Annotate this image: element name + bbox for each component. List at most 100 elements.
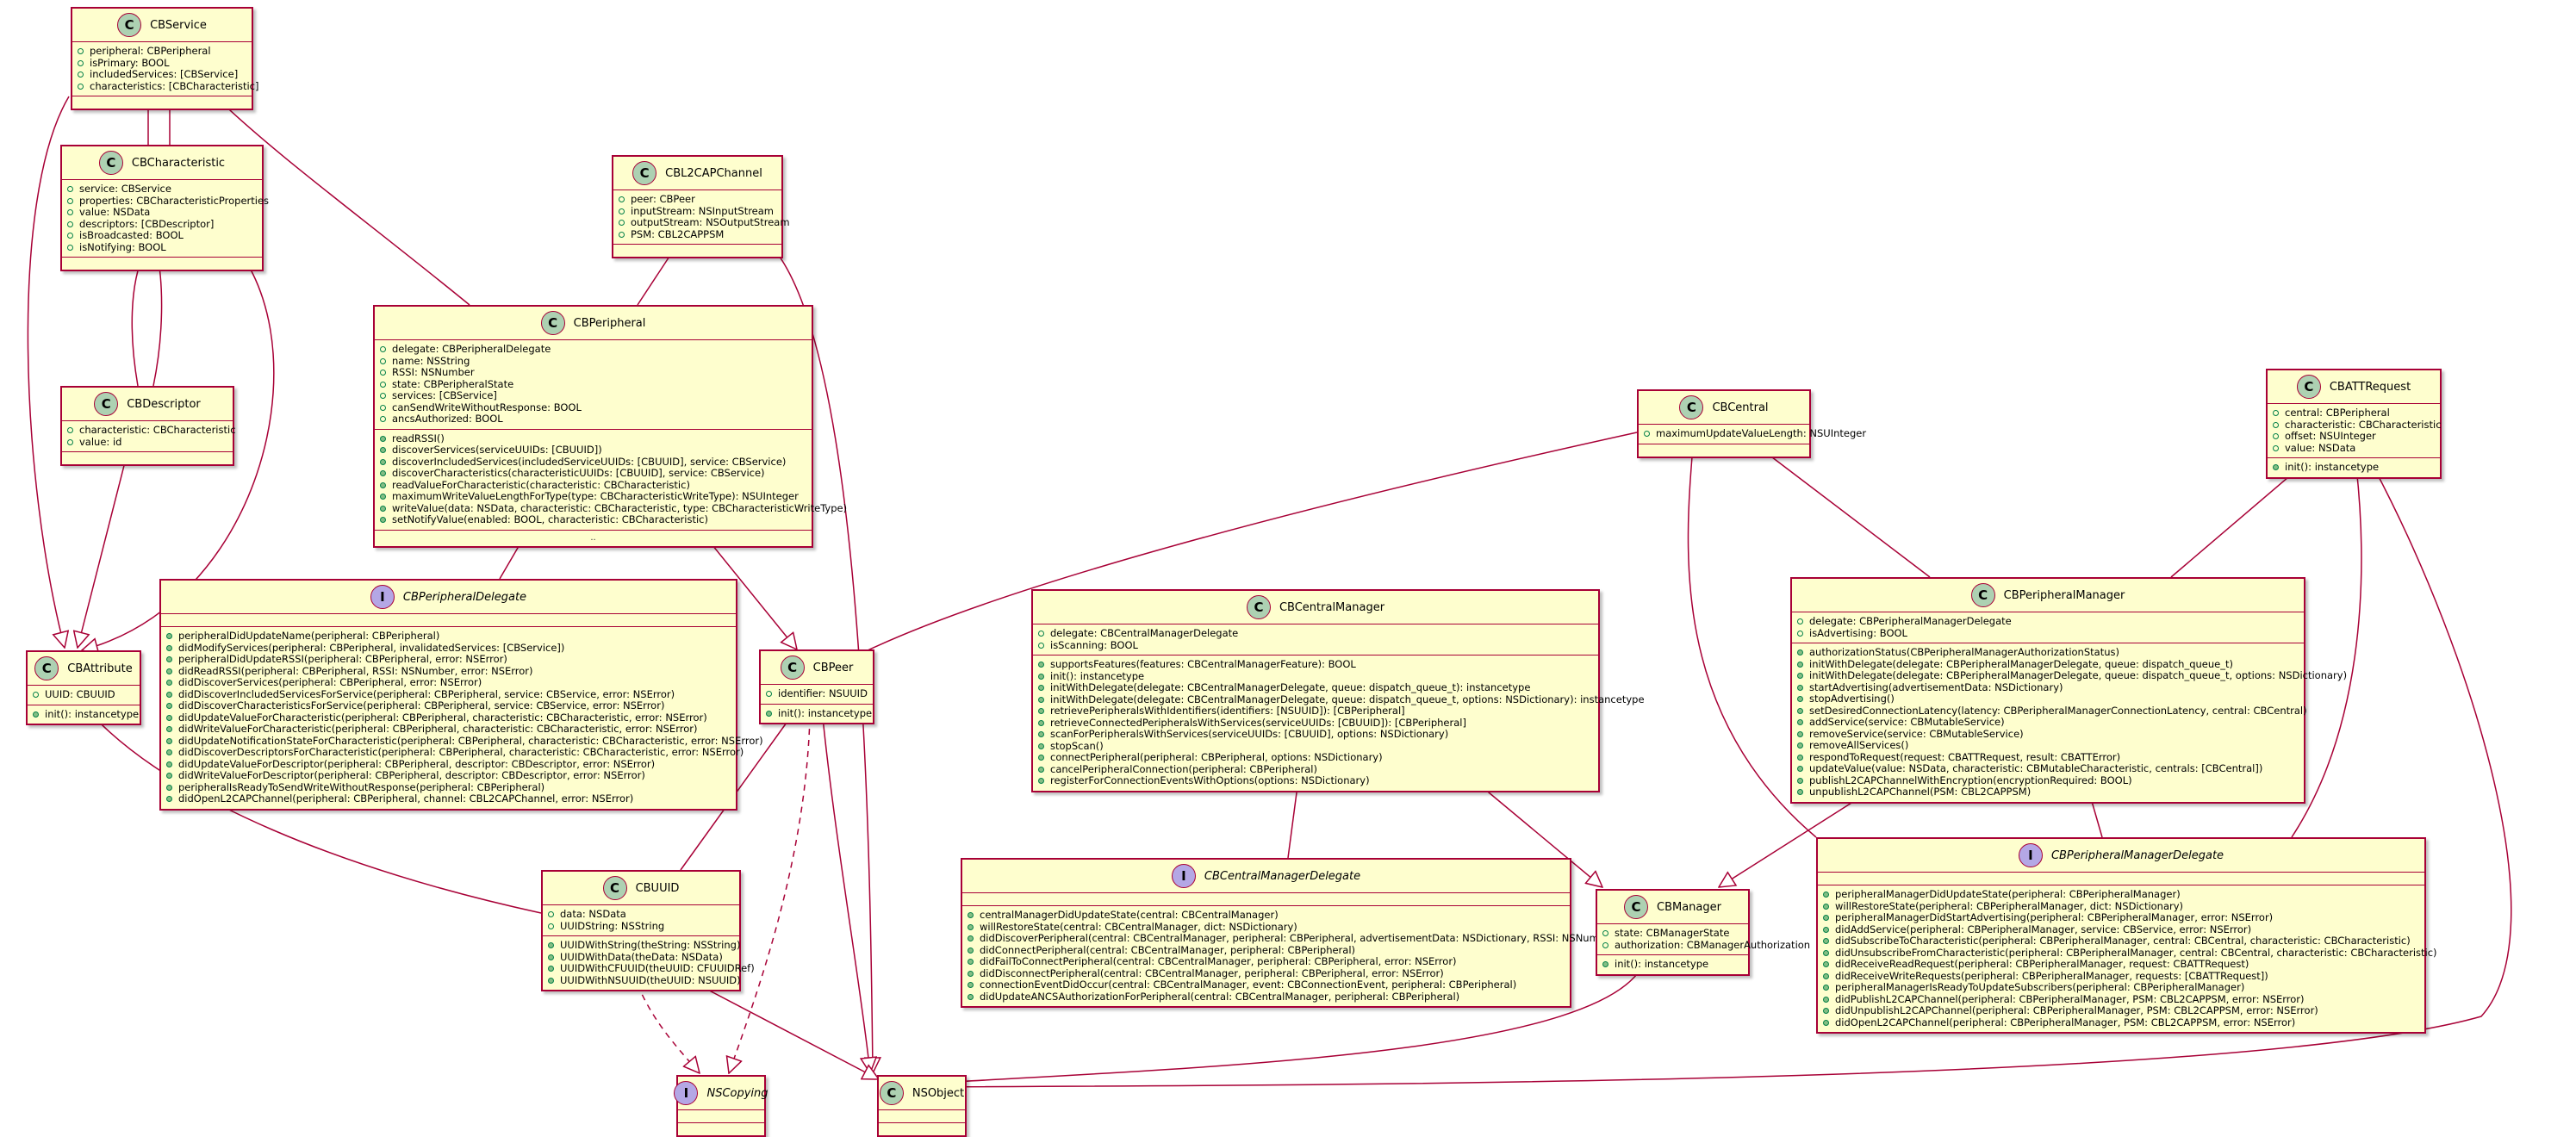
method-text: initWithDelegate(delegate: CBCentralMana… [1050,681,1531,693]
method-row: addService(service: CBMutableService) [1797,716,2299,729]
public-field-icon [1797,630,1803,637]
fields-section [962,893,1570,906]
method-text: discoverIncludedServices(includedService… [392,455,787,468]
public-method-icon [548,954,554,960]
field-text: service: CBService [79,183,171,195]
field-text: characteristic: CBCharacteristic [79,424,236,436]
class-name: CBCentral [1712,401,1769,414]
method-row: publishL2CAPChannelWithEncryption(encryp… [1797,774,2299,787]
method-text: didWriteValueForDescriptor(peripheral: C… [178,769,645,781]
field-row: canSendWriteWithoutResponse: BOOL [380,401,806,414]
class-badge-icon: C [780,655,805,680]
field-text: inputStream: NSInputStream [631,204,775,217]
method-text: registerForConnectionEventsWithOptions(o… [1050,774,1370,786]
public-field-icon [67,233,73,239]
public-method-icon [1797,719,1803,726]
field-text: peripheral: CBPeripheral [90,45,211,57]
field-text: state: CBPeripheralState [392,377,514,390]
edge-l2cap-nsobject [764,239,873,1073]
public-field-icon [766,691,772,698]
method-text: didReceiveWriteRequests(peripheral: CBPe… [1835,969,2268,982]
field-row: name: NSString [380,355,806,368]
edge-peripheralmanager-central [1757,445,1931,578]
method-row: readRSSI() [380,432,806,445]
field-text: isNotifying: BOOL [79,240,166,253]
methods-section [1639,444,1809,457]
method-text: didPublishL2CAPChannel(peripheral: CBPer… [1835,992,2305,1005]
field-text: canSendWriteWithoutResponse: BOOL [392,401,582,413]
method-text: initWithDelegate(delegate: CBPeripheralM… [1809,669,2348,681]
method-row: didOpenL2CAPChannel(peripheral: CBPeriph… [166,792,731,805]
method-row: didReceiveWriteRequests(peripheral: CBPe… [1823,969,2419,983]
field-row: isBroadcasted: BOOL [67,229,257,242]
interface-badge-icon: I [2018,843,2043,867]
method-text: publishL2CAPChannelWithEncryption(encryp… [1809,774,2132,786]
methods-section [613,245,781,257]
method-text: scanForPeripheralsWithServices(serviceUU… [1050,728,1449,740]
public-field-icon [1602,930,1608,937]
field-text: isBroadcasted: BOOL [79,229,184,241]
field-row: inputStream: NSInputStream [619,204,776,218]
field-text: descriptors: [CBDescriptor] [79,217,215,230]
method-row: discoverIncludedServices(includedService… [380,455,806,469]
public-method-icon [166,656,172,663]
method-row: respondToRequest(request: CBATTRequest, … [1797,751,2299,764]
field-row: peripheral: CBPeripheral [78,45,246,58]
fields-section: identifier: NSUUID [761,685,873,705]
method-row: didUnpublishL2CAPChannel(peripheral: CBP… [1823,1004,2419,1017]
public-field-icon [2273,410,2279,417]
edge-peripheral-peer [697,526,797,649]
method-text: discoverCharacteristics(characteristicUU… [392,467,765,479]
method-row: peripheralDidUpdateRSSI(peripheral: CBPe… [166,653,731,666]
public-field-icon [619,220,625,227]
public-method-icon [968,993,974,1000]
method-row: stopScan() [1038,740,1593,753]
field-row: ancsAuthorized: BOOL [380,413,806,426]
interface-badge-icon: I [1171,864,1196,888]
public-method-icon [166,773,172,780]
field-text: isScanning: BOOL [1050,638,1138,651]
public-method-icon [1038,696,1044,703]
public-method-icon [1797,696,1803,703]
method-row: removeAllServices() [1797,739,2299,752]
public-method-icon [1038,766,1044,773]
public-method-icon [766,710,772,717]
method-row: authorizationStatus(CBPeripheralManagerA… [1797,646,2299,659]
public-method-icon [380,505,386,512]
method-row: didModifyServices(peripheral: CBPeripher… [166,642,731,655]
public-method-icon [1038,685,1044,692]
field-text: characteristic: CBCharacteristic [2285,418,2442,431]
class-name: CBPeripheralManager [2003,588,2125,602]
public-method-icon [33,711,39,718]
public-method-icon [548,966,554,972]
class-badge-icon: C [94,392,119,416]
edge-uuid-nsobject [697,984,879,1079]
field-row: includedServices: [CBService] [78,68,246,81]
method-text: init(): instancetype [1050,669,1145,682]
edge-characteristic-attribute [82,251,275,650]
field-row: services: [CBService] [380,389,806,402]
method-text: didReadRSSI(peripheral: CBPeripheral, RS… [178,664,533,677]
public-method-icon [166,749,172,756]
field-row: UUIDString: NSString [548,920,734,933]
method-row: readValueForCharacteristic(characteristi… [380,479,806,492]
field-text: delegate: CBPeripheralManagerDelegate [1809,615,2012,627]
method-text: didDiscoverDescriptorsForCharacteristic(… [178,746,744,758]
field-row: maximumUpdateValueLength: NSUInteger [1644,427,1866,440]
methods-section: init(): instancetype [28,705,140,724]
method-text: addService(service: CBMutableService) [1809,716,2005,728]
interface-badge-icon: I [674,1081,699,1105]
